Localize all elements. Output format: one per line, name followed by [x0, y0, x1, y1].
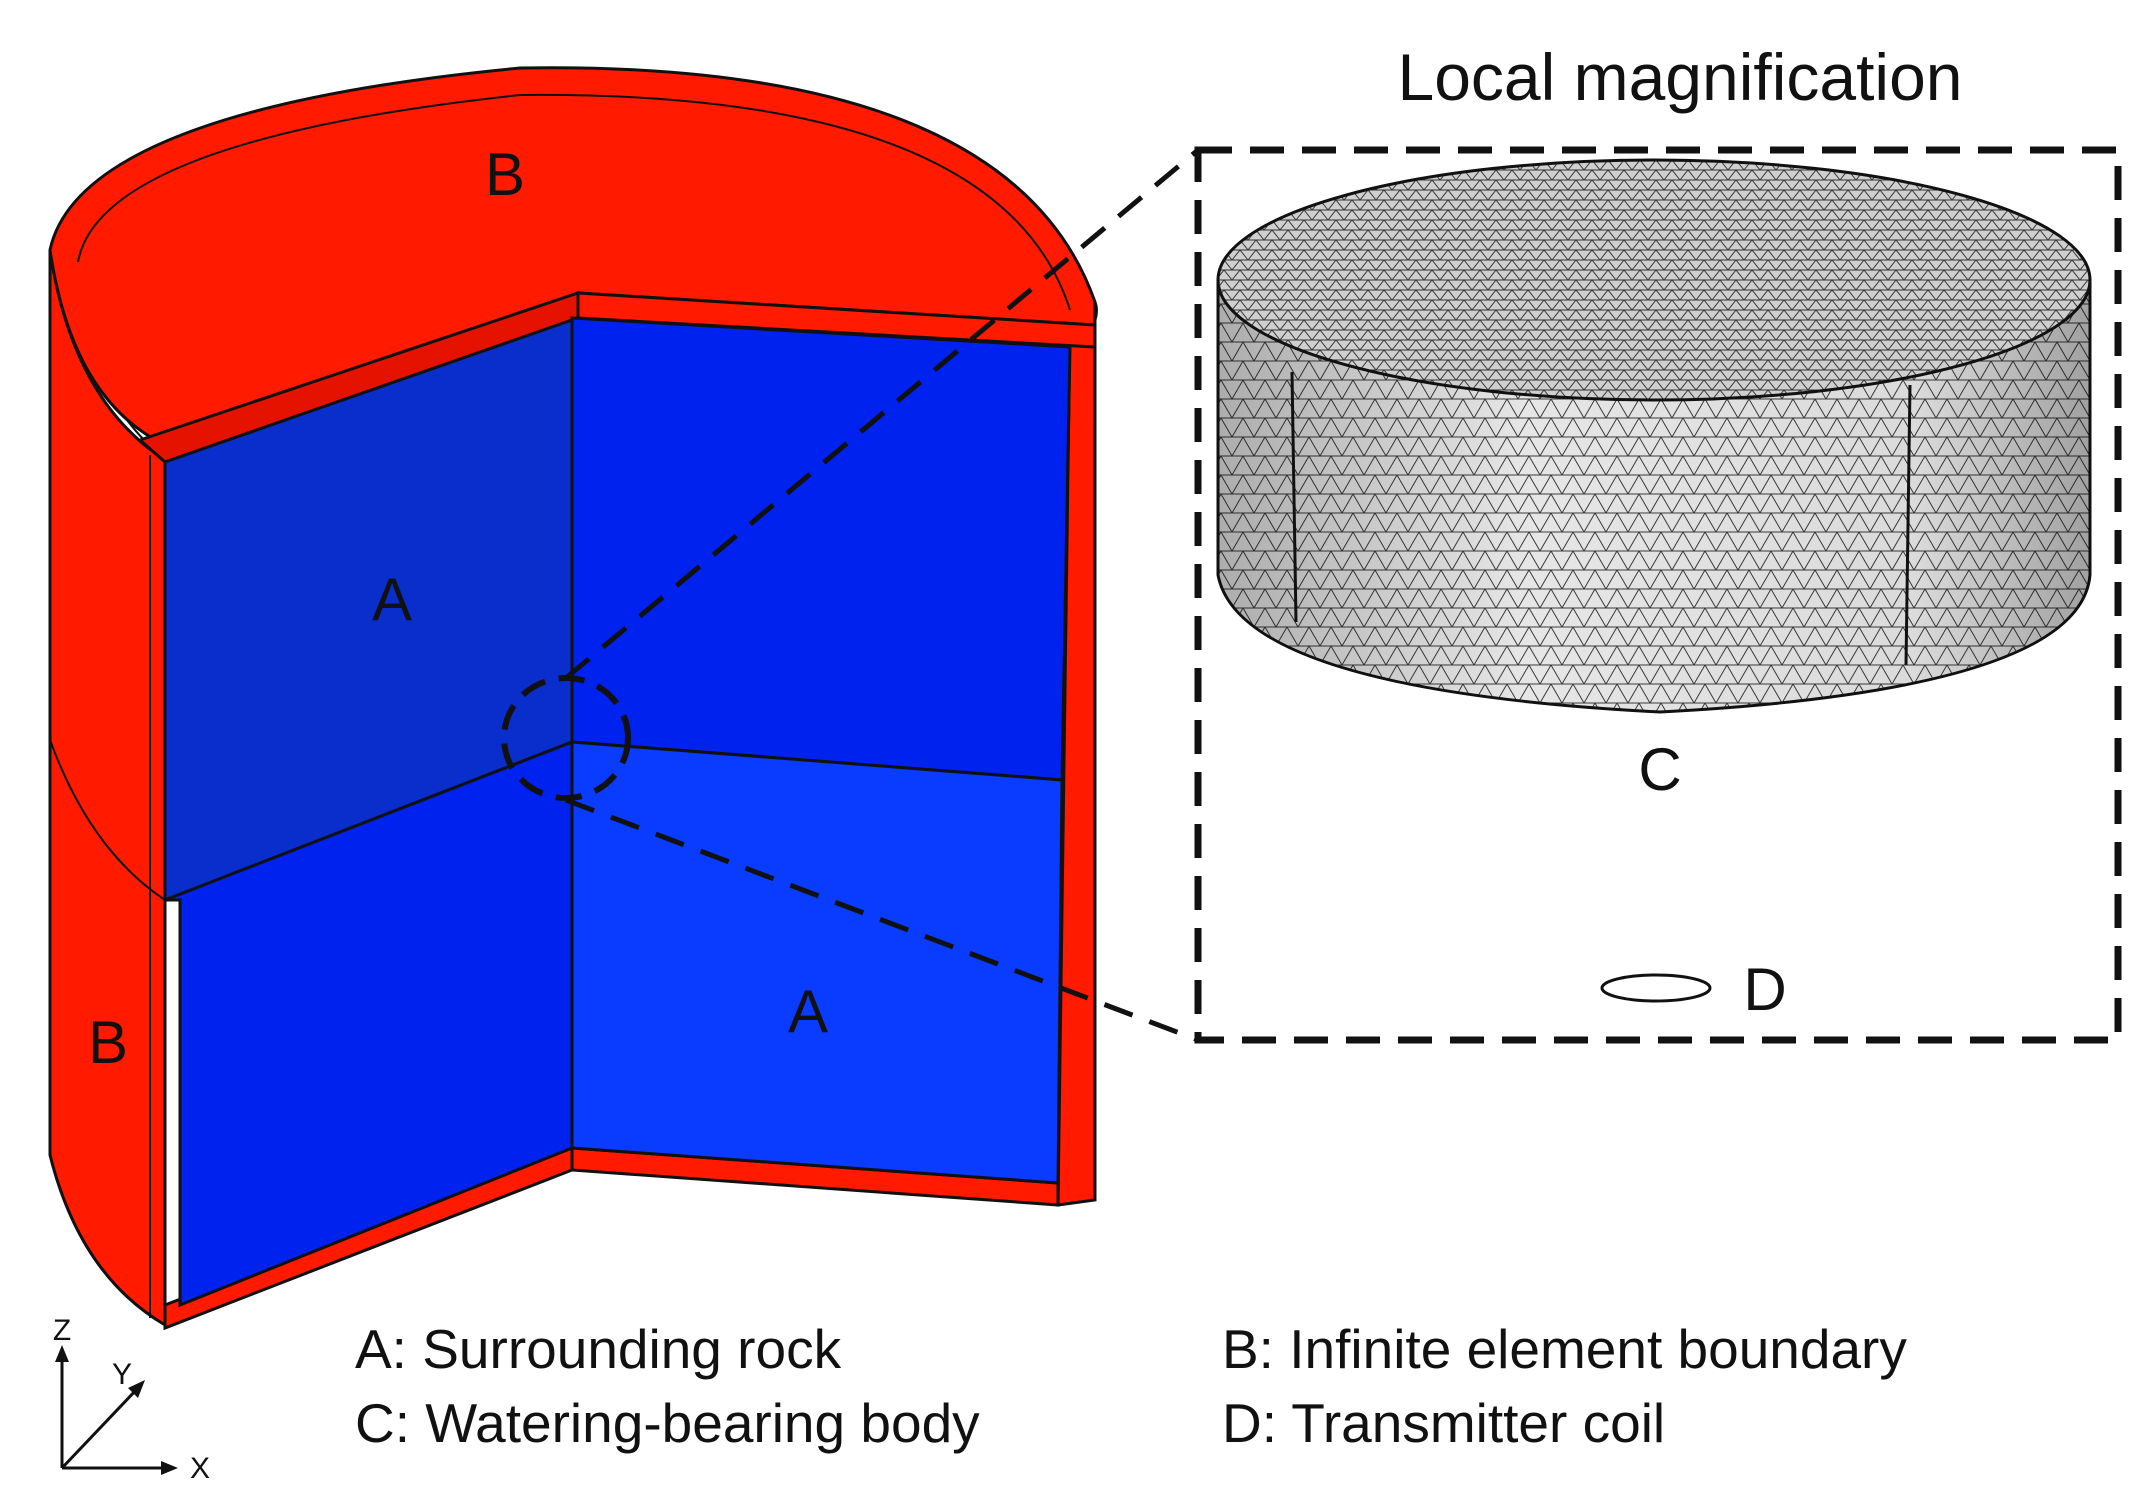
- water-body-top: [1216, 158, 2092, 402]
- inset-panel: Local magnification C D: [1194, 40, 2122, 1044]
- x-arrowhead: [161, 1461, 178, 1475]
- callout-line-bottom: [565, 797, 1199, 1043]
- legend-item-a: A: Surrounding rock: [355, 1318, 842, 1380]
- label-c: C: [1638, 736, 1681, 803]
- y-arrowhead: [128, 1380, 145, 1398]
- callout-line-top: [564, 148, 1200, 680]
- label-b-left: B: [88, 1009, 128, 1076]
- water-body-mesh: [1216, 158, 2092, 714]
- x-axis-label: X: [190, 1452, 210, 1485]
- label-d: D: [1743, 956, 1786, 1023]
- label-a-right: A: [788, 978, 828, 1045]
- y-axis-label: Y: [112, 1358, 132, 1391]
- z-arrowhead: [55, 1345, 69, 1362]
- y-axis: [60, 1386, 140, 1470]
- boundary-top-inner-line: [77, 93, 1071, 311]
- boundary-top-lid: [48, 66, 1097, 447]
- boundary-top-cut-right: [576, 291, 1097, 349]
- legend-item-c: C: Watering-bearing body: [355, 1392, 980, 1454]
- magnifier-callout: [501, 148, 1200, 1043]
- transmitter-coil: [1600, 973, 1712, 1003]
- rock-left-face-lower: [164, 739, 574, 1308]
- label-b-top: B: [485, 141, 525, 208]
- inset-title: Local magnification: [1398, 40, 1963, 114]
- legend-item-b: B: Infinite element boundary: [1222, 1318, 1907, 1380]
- boundary-left-midline: [49, 739, 166, 901]
- legend: A: Surrounding rock C: Watering-bearing …: [355, 1318, 1907, 1454]
- rock-right-face-upper: [570, 316, 1072, 782]
- z-axis-label: Z: [53, 1314, 71, 1347]
- rock-right-face-lower: [570, 740, 1064, 1185]
- cylinder-model: B B A A: [48, 66, 1098, 1331]
- axis-triad: Z Y X: [53, 1314, 210, 1485]
- legend-item-d: D: Transmitter coil: [1222, 1392, 1665, 1454]
- label-a-left: A: [372, 566, 412, 633]
